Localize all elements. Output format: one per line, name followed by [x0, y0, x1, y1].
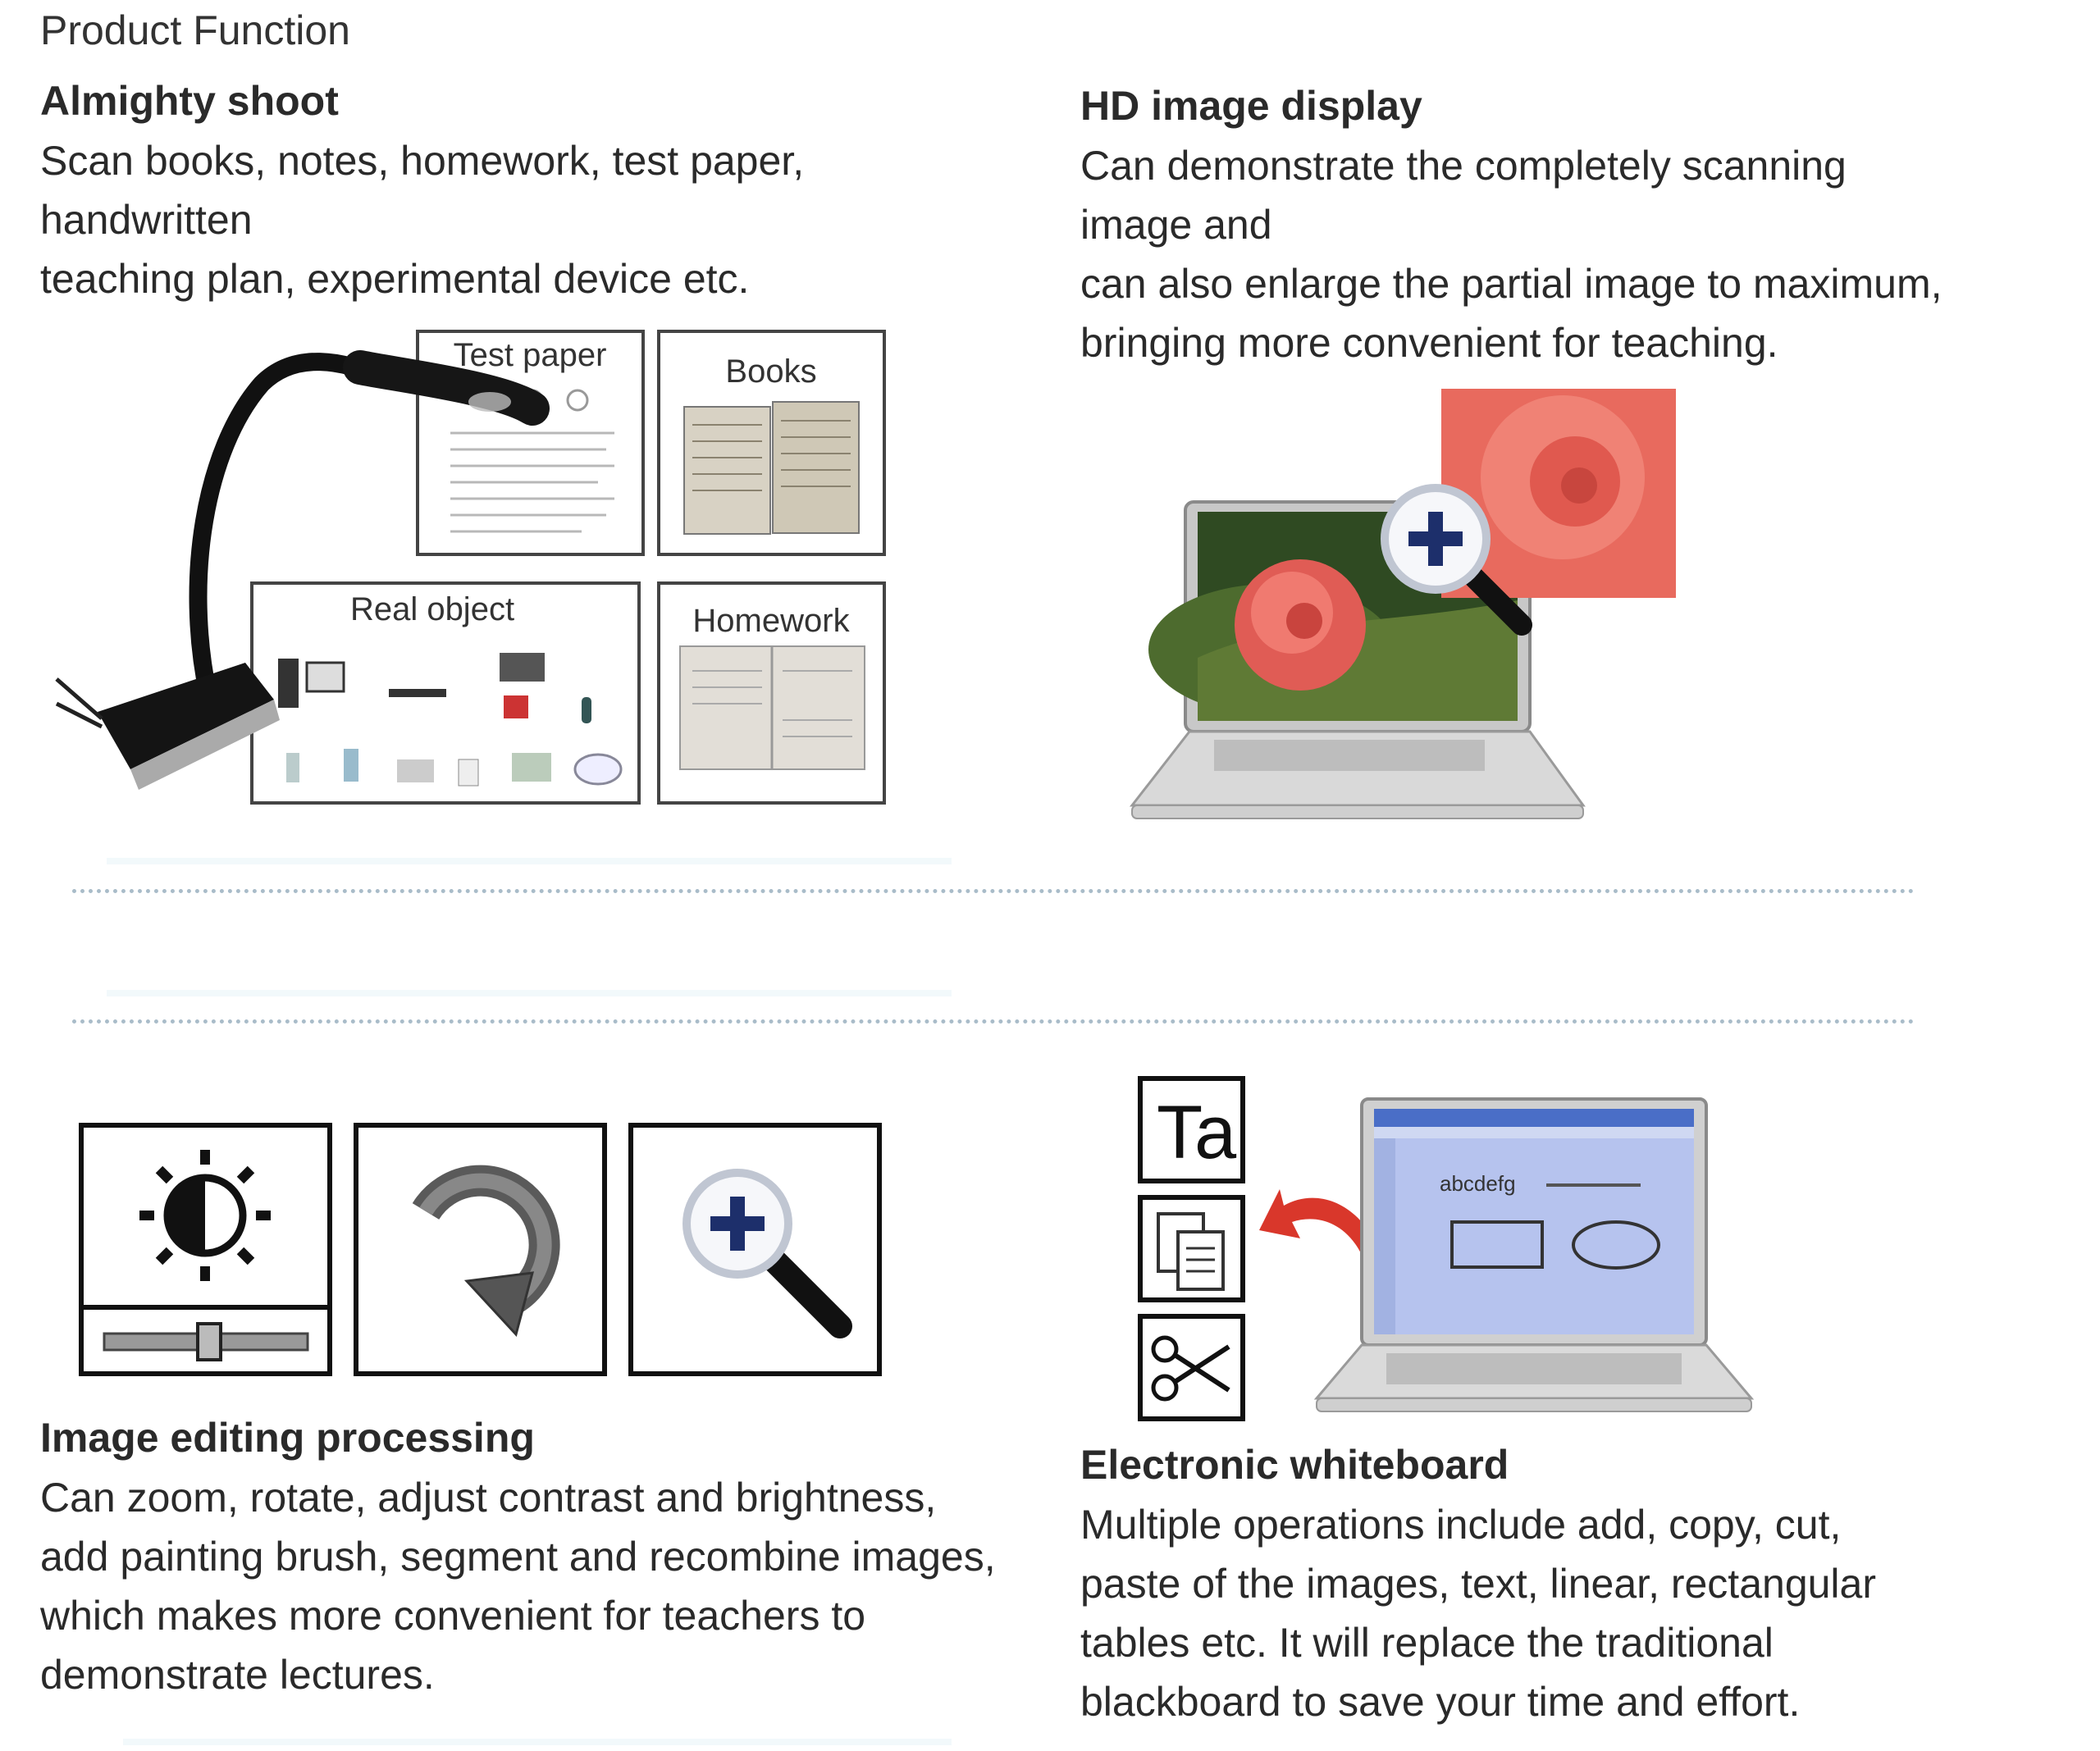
scissors-icon: [1138, 1314, 1245, 1421]
rotate-icon: [354, 1123, 607, 1376]
image-editing-tools-image: [40, 1076, 918, 1404]
description-line: Can zoom, rotate, adjust contrast and br…: [40, 1475, 937, 1521]
almighty-shoot-title: Almighty shoot: [40, 78, 339, 124]
description-line: image and: [1080, 202, 1272, 248]
panel-label-books: Books: [725, 353, 816, 390]
description-line: tables etc. It will replace the traditio…: [1080, 1620, 1774, 1666]
description-line: paste of the images, text, linear, recta…: [1080, 1561, 1876, 1607]
description-line: teaching plan, experimental device etc.: [40, 256, 750, 302]
zoom-in-icon: [628, 1123, 882, 1376]
faint-band: [107, 858, 952, 864]
panel-label-real-object: Real object: [350, 591, 514, 627]
whiteboard-laptop-image: Ta abcdefg: [1124, 1066, 1829, 1435]
page-title: Product Function: [40, 7, 350, 53]
brightness-icon: [79, 1123, 332, 1376]
text-tool-icon: Ta: [1138, 1076, 1245, 1183]
whiteboard-screen-text: abcdefg: [1440, 1171, 1516, 1196]
description-line: can also enlarge the partial image to ma…: [1080, 261, 1942, 307]
brightness-slider-thumb: [196, 1322, 222, 1361]
hd-image-display-description: Can demonstrate the completely scanning …: [1080, 136, 1942, 372]
copy-icon: [1138, 1195, 1245, 1302]
description-line: Can demonstrate the completely scanning: [1080, 143, 1847, 189]
document-camera-image: Test paper Books Real object: [40, 310, 893, 845]
description-line: demonstrate lectures.: [40, 1652, 435, 1698]
description-line: which makes more convenient for teachers…: [40, 1593, 866, 1639]
description-line: handwritten: [40, 197, 253, 243]
panel-label-homework: Homework: [692, 603, 850, 639]
hd-image-display-title: HD image display: [1080, 83, 1422, 129]
hd-display-laptop-image: [1083, 379, 1723, 838]
faint-band: [107, 990, 952, 996]
electronic-whiteboard-description: Multiple operations include add, copy, c…: [1080, 1495, 1876, 1731]
text-tool-label: Ta: [1157, 1091, 1237, 1174]
image-editing-processing-description: Can zoom, rotate, adjust contrast and br…: [40, 1468, 996, 1704]
faint-band: [123, 1739, 952, 1745]
arrow-icon: [1259, 1189, 1378, 1255]
image-editing-processing-title: Image editing processing: [40, 1415, 535, 1461]
electronic-whiteboard-title: Electronic whiteboard: [1080, 1442, 1509, 1488]
dotted-divider: [72, 1019, 1915, 1024]
dotted-divider: [72, 889, 1915, 893]
almighty-shoot-description: Scan books, notes, homework, test paper,…: [40, 131, 804, 308]
panel-label-test-paper: Test paper: [454, 337, 607, 373]
description-line: add painting brush, segment and recombin…: [40, 1534, 996, 1580]
description-line: bringing more convenient for teaching.: [1080, 320, 1778, 366]
description-line: Multiple operations include add, copy, c…: [1080, 1502, 1842, 1548]
description-line: Scan books, notes, homework, test paper,: [40, 138, 805, 184]
description-line: blackboard to save your time and effort.: [1080, 1679, 1801, 1725]
